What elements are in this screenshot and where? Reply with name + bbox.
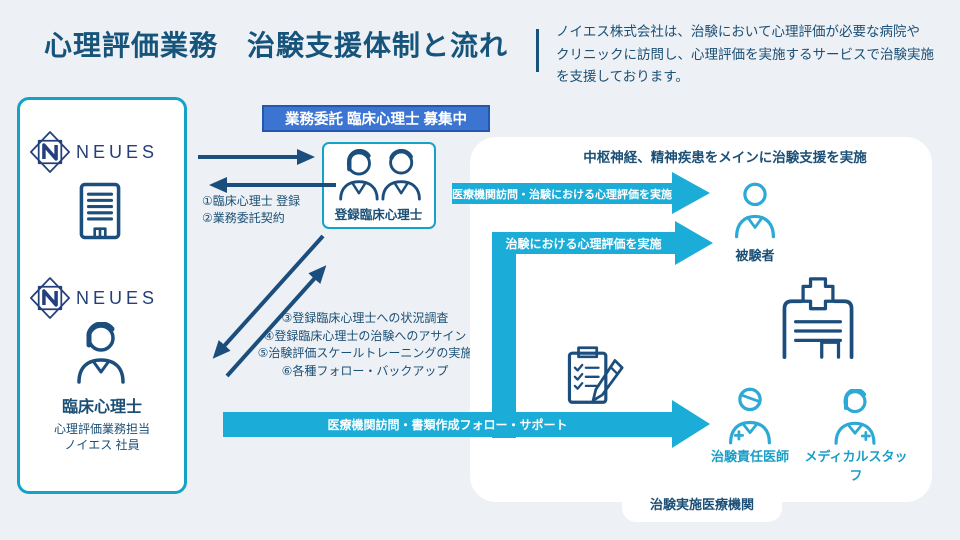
subject-person-icon bbox=[734, 182, 776, 239]
arrow-trial-eval-head bbox=[675, 221, 713, 265]
office-building-icon bbox=[79, 182, 121, 240]
registered-box-label: 登録臨床心理士 bbox=[334, 208, 423, 222]
hospital-panel-header: 中枢神経、精神疾患をメインに治験支援を実施 bbox=[583, 150, 867, 165]
doctor-icon bbox=[729, 387, 771, 445]
role-note: 心理評価業務担当 ノイエス 社員 bbox=[53, 422, 150, 452]
page-title: 心理評価業務 治験支援体制と流れ bbox=[44, 30, 509, 61]
steps-3-6: ③登録臨床心理士への状況調査 ④登録臨床心理士の治験へのアサイン ⑤治験評価スケ… bbox=[257, 311, 473, 378]
neues-mark-icon bbox=[30, 277, 70, 319]
neues-logo-company: NEUES bbox=[30, 130, 158, 174]
medical-staff-icon bbox=[834, 389, 876, 445]
registered-pair-icon bbox=[339, 149, 421, 201]
subject-label: 被験者 bbox=[735, 248, 775, 263]
steps-1-2: ①臨床心理士 登録 ②業務委託契約 bbox=[202, 194, 301, 225]
flow-connector-bar bbox=[492, 232, 516, 438]
female-psychologist-icon bbox=[77, 322, 125, 384]
arrow-visit-eval-head bbox=[672, 172, 710, 214]
clipboard-pencil-icon bbox=[567, 346, 624, 404]
contract-flow-arrows bbox=[198, 149, 336, 378]
neues-brand-text: NEUES bbox=[76, 141, 159, 162]
neues-brand-text: NEUES bbox=[76, 287, 159, 308]
arrow-visit-eval: 医療機関訪問・治験における心理評価を実施 bbox=[452, 183, 672, 204]
title-divider bbox=[536, 29, 539, 72]
staff-label: メディカルスタッフ bbox=[804, 449, 908, 483]
intro-paragraph: ノイエス株式会社は、治験において心理評価が必要な病院や クリニックに訪問し、心理… bbox=[556, 24, 934, 85]
arrow-doc-support-head bbox=[672, 400, 710, 448]
arrow-trial-eval: 治験における心理評価を実施 bbox=[492, 232, 675, 254]
neues-logo-psychologist: NEUES bbox=[30, 276, 158, 320]
role-title: 臨床心理士 bbox=[61, 399, 142, 416]
hospital-icon bbox=[782, 277, 854, 359]
neues-company-box: NEUES NEUES 臨床心理士 心理評価業務担当 ノイエス 社 bbox=[17, 97, 187, 494]
recruiting-badge: 業務委託 臨床心理士 募集中 bbox=[262, 105, 490, 132]
arrow-doc-support: 医療機関訪問・書類作成フォロー・サポート bbox=[223, 412, 672, 437]
doctor-label: 治験責任医師 bbox=[710, 449, 789, 464]
neues-mark-icon bbox=[30, 131, 70, 173]
hospital-panel-tab: 治験実施医療機関 bbox=[622, 492, 782, 522]
